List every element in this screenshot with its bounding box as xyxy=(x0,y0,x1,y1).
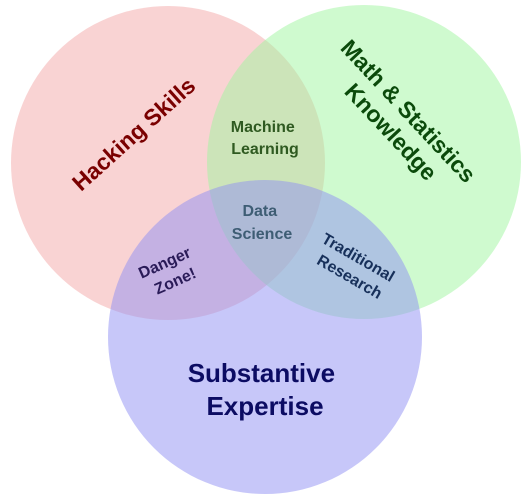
machine-learning-label: Machine Learning xyxy=(231,119,299,158)
substantive-expertise-label: Substantive Expertise xyxy=(188,358,343,421)
substantive-expertise-circle xyxy=(108,180,422,494)
data-science-label: Data Science xyxy=(232,203,293,243)
